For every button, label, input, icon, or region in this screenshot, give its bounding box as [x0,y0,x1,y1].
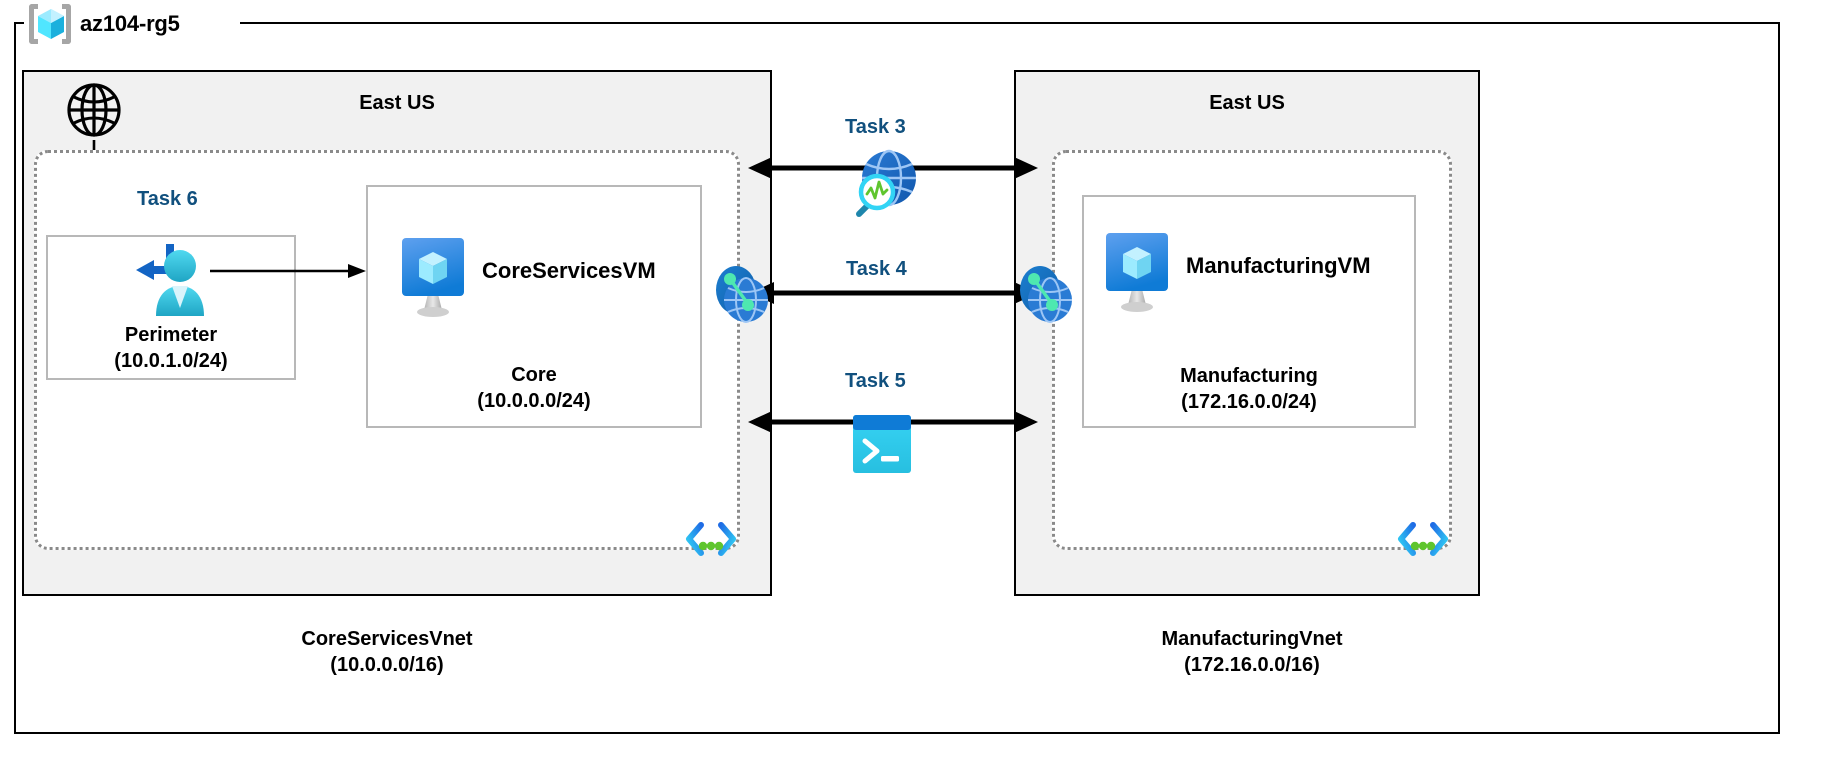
subnet-icon [685,519,737,564]
subnet-perimeter-name: Perimeter [124,324,218,346]
vm-label-manufacturing: ManufacturingVM [1186,253,1371,278]
subnet-icon [1397,519,1449,564]
vnet-coreservices-label: CoreServicesVnet (10.0.0.0/16) [37,627,737,678]
vnet-manufacturing-label: ManufacturingVnet (172.16.0.0/16) [1055,627,1449,678]
internet-globe-icon [66,82,122,138]
subnet-core: Core (10.0.0.0/24) [366,185,702,428]
subnet-core-address: (10.0.0.0/24) [477,390,591,412]
region-title-left: East US [359,92,435,114]
connection-label-task5: Task 5 [845,370,906,392]
subnet-perimeter-address: (10.0.1.0/24) [114,350,228,372]
resource-group-icon [26,0,74,48]
subnet-core-label: Core (10.0.0.0/24) [368,362,700,414]
vnet-manufacturing-name: ManufacturingVnet [1161,628,1343,650]
subnet-manufacturing-name: Manufacturing [1180,365,1318,387]
resource-group-label: az104-rg5 [26,2,180,46]
cloud-shell-icon [851,413,913,480]
bracket-left [29,4,38,44]
subnet-manufacturing-label: Manufacturing (172.16.0.0/24) [1084,363,1414,415]
vnet-coreservices-address: (10.0.0.0/16) [330,653,444,676]
vnet-manufacturing-address: (172.16.0.0/16) [1184,653,1320,676]
vnet-coreservices-name: CoreServicesVnet [301,628,473,650]
connection-label-task3: Task 3 [845,116,906,138]
subnet-core-name: Core [511,364,557,386]
subnet-perimeter-label: Perimeter (10.0.1.0/24) [48,322,294,374]
bastion-user-icon [128,244,214,321]
network-watcher-icon [845,148,925,229]
task-tag-6: Task 6 [137,188,198,210]
virtual-machine-icon-core [398,236,468,325]
connection-label-task4: Task 4 [846,258,907,280]
vnet-peering-icon-left [712,262,774,335]
resource-group-name: az104-rg5 [80,11,180,36]
vnet-peering-icon-right [1016,262,1078,335]
bracket-right [62,4,71,44]
region-title-right: East US [1209,92,1285,114]
vm-label-coreservices: CoreServicesVM [482,258,656,283]
cube-glyph [38,9,64,44]
subnet-manufacturing-address: (172.16.0.0/24) [1181,391,1317,413]
virtual-machine-icon-manufacturing [1102,231,1172,320]
